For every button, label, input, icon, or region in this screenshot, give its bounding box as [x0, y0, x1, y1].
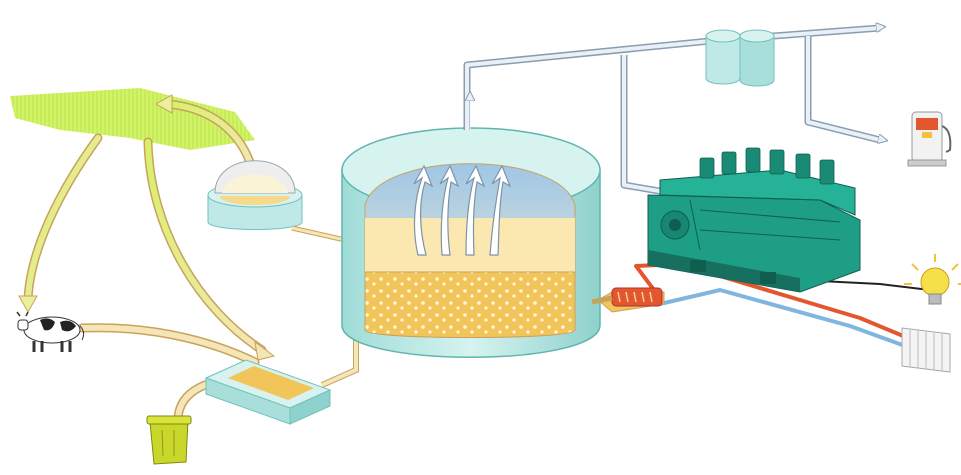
grass-icon [10, 88, 255, 150]
heat-exchanger [591, 287, 665, 313]
mixing-tank [204, 359, 332, 425]
radiator-icon [901, 327, 951, 373]
grass-field [10, 88, 255, 150]
cow [16, 311, 85, 352]
waste-bin [146, 415, 192, 465]
waste-bin-icon [146, 415, 192, 465]
cow-icon [16, 311, 85, 352]
radiator [901, 327, 951, 373]
fuel-pump [907, 111, 952, 167]
gas-storage-tanks [705, 29, 775, 87]
cold-pipe [659, 288, 906, 348]
hot-pipe [634, 262, 909, 340]
dome-digester [207, 160, 303, 230]
gas-tank-icon [705, 29, 775, 87]
light-bulb-icon [904, 254, 961, 305]
fuel-pump-icon [907, 111, 952, 167]
chp-engine [647, 147, 861, 293]
main-digester [341, 127, 601, 358]
gas-piping [463, 27, 884, 196]
engine-icon [647, 147, 861, 293]
substrate-layer [364, 271, 576, 338]
arrow-grass-to-cow [23, 133, 103, 305]
gas-rising-arrows [413, 164, 512, 256]
light-bulb [904, 254, 961, 305]
